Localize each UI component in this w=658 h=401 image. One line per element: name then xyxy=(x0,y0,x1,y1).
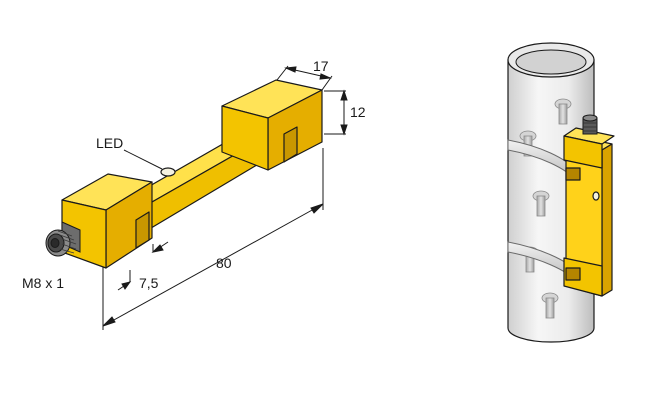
bolt-icon xyxy=(532,190,550,217)
led-indicator-icon xyxy=(160,167,176,177)
dimension-lines xyxy=(102,66,348,327)
connector-label: M8 x 1 xyxy=(22,275,64,291)
pipe-mounting-illustration xyxy=(507,42,615,343)
height-label: 12 xyxy=(350,104,366,120)
bolt-icon xyxy=(554,98,572,125)
led-indicator-icon xyxy=(592,191,600,201)
led-leader-line xyxy=(123,149,163,170)
length-dimension-line xyxy=(102,203,324,327)
length-label: 80 xyxy=(216,255,232,271)
slot-label: 7,5 xyxy=(139,275,159,291)
right-slot xyxy=(283,126,298,163)
bolt-icon xyxy=(541,292,559,319)
sensor-housing xyxy=(61,79,323,269)
extension-lines xyxy=(102,65,346,330)
mounted-sensor xyxy=(563,127,615,297)
m8-threaded-connector-icon xyxy=(45,221,81,257)
width-label: 17 xyxy=(313,58,329,74)
led-label: LED xyxy=(96,135,123,151)
left-slot xyxy=(135,211,150,249)
m8-threaded-connector-icon xyxy=(582,114,598,135)
housing-right-block-end xyxy=(221,105,269,171)
sensor-dimension-view: LED M8 x 1 17 12 80 7,5 xyxy=(22,58,366,330)
